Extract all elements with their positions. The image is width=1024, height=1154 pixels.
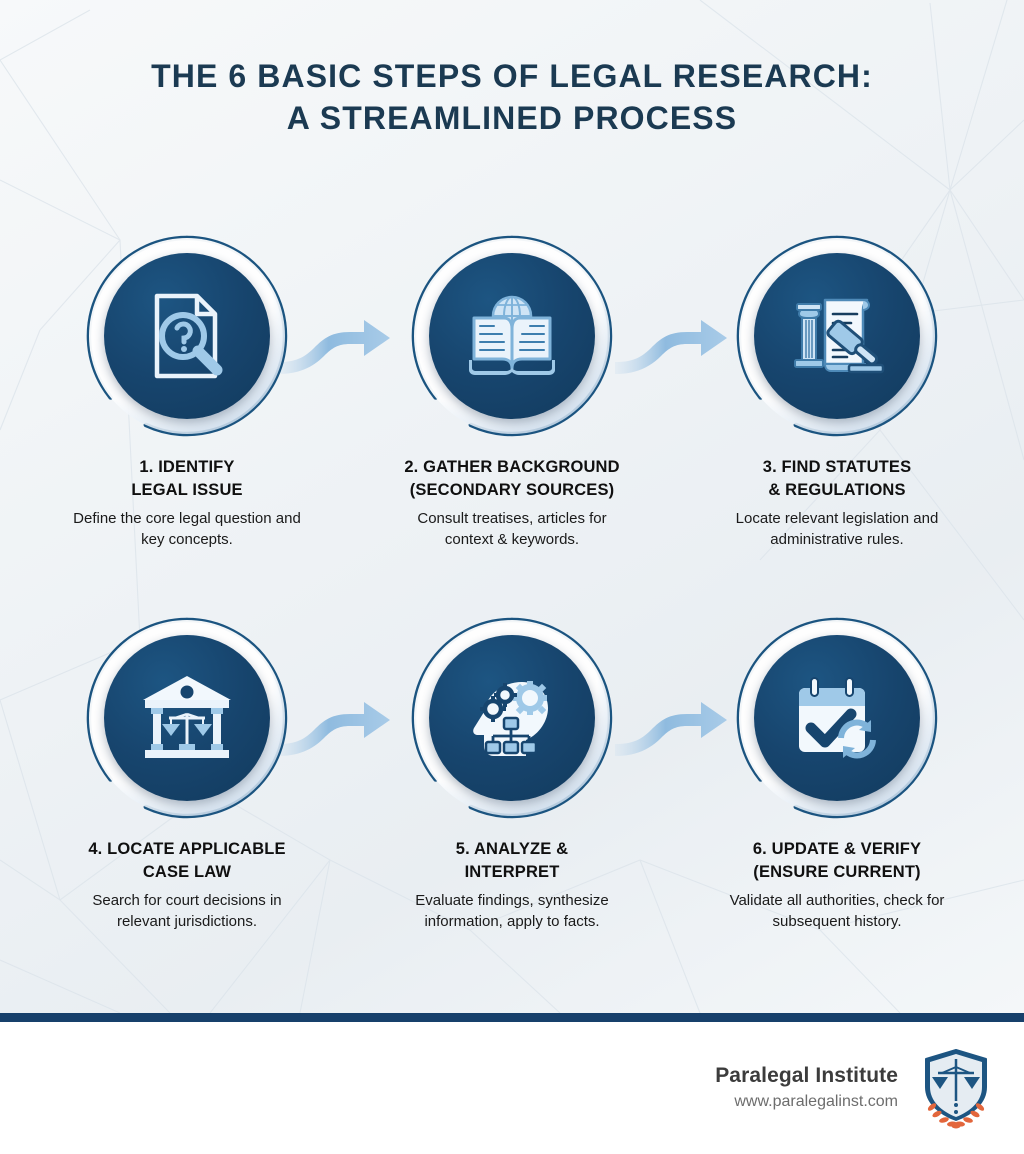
step-2-circle [408, 232, 616, 440]
head-gears-flowchart-icon [473, 681, 548, 756]
step-5-icon-disc [429, 635, 595, 801]
step-5-title-line-2: INTERPRET [464, 863, 560, 882]
step-card-5[interactable]: 5. ANALYZE & INTERPRET Evaluate findings… [367, 614, 657, 932]
step-4-title-line-1: 4. LOCATE APPLICABLE [88, 840, 286, 858]
step-card-3[interactable]: 3. FIND STATUTES & REGULATIONS Locate re… [692, 232, 982, 550]
step-1-circle [83, 232, 291, 440]
step-1-title-line-1: 1. IDENTIFY [139, 458, 235, 476]
shield-scales-laurel-logo [925, 1049, 987, 1129]
footer: Paralegal Institute www.paralegalinst.co… [0, 1022, 1024, 1154]
step-5-title-line-1: 5. ANALYZE & [455, 840, 569, 858]
step-4-title-line-2: CASE LAW [142, 863, 232, 882]
step-5-description: Evaluate findings, synthesize informatio… [415, 891, 609, 931]
step-3-title-line-2: & REGULATIONS [768, 481, 906, 500]
step-card-6[interactable]: 6. UPDATE & VERIFY (ENSURE CURRENT) Vali… [692, 614, 982, 932]
step-1-title-line-2: LEGAL ISSUE [131, 481, 243, 500]
background-polygon-network [0, 0, 1024, 1013]
column-scroll-gavel-icon [794, 298, 885, 374]
page-title-line-2: A STREAMLINED PROCESS [286, 100, 738, 137]
step-4-circle [83, 614, 291, 822]
step-card-4[interactable]: 4. LOCATE APPLICABLE CASE LAW Search for… [42, 614, 332, 932]
step-4-description: Search for court decisions in relevant j… [92, 891, 282, 931]
step-6-description: Validate all authorities, check for subs… [729, 891, 945, 931]
step-card-1[interactable]: 1. IDENTIFY LEGAL ISSUE Define the core … [42, 232, 332, 550]
step-6-title-line-1: 6. UPDATE & VERIFY [752, 840, 922, 858]
step-1-title: 1. IDENTIFY LEGAL ISSUE [131, 456, 242, 503]
page-title-line-1: THE 6 BASIC STEPS OF LEGAL RESEARCH: [151, 58, 873, 94]
step-4-icon-disc [104, 635, 270, 801]
step-2-title-line-1: 2. GATHER BACKGROUND [404, 458, 620, 476]
step-5-circle [408, 614, 616, 822]
brand-text-block: Paralegal Institute www.paralegalinst.co… [715, 1063, 898, 1112]
steps-row-bottom: 4. LOCATE APPLICABLE CASE LAW Search for… [0, 614, 1024, 932]
brand-name: Paralegal Institute [715, 1064, 898, 1088]
step-2-description: Consult treatises, articles for context … [417, 509, 607, 549]
step-6-title: 6. UPDATE & VERIFY (ENSURE CURRENT) [753, 838, 921, 885]
step-6-icon-disc [754, 635, 920, 801]
step-3-icon-disc [754, 253, 920, 419]
brand-url[interactable]: www.paralegalinst.com [734, 1092, 898, 1110]
courthouse-scales-icon [143, 676, 231, 758]
step-3-title: 3. FIND STATUTES & REGULATIONS [763, 456, 911, 503]
step-4-title: 4. LOCATE APPLICABLE CASE LAW [88, 838, 285, 885]
step-3-title-line-1: 3. FIND STATUTES [762, 458, 912, 476]
step-3-description: Locate relevant legislation and administ… [735, 509, 939, 549]
footer-divider [0, 1013, 1024, 1022]
step-1-icon-disc [104, 253, 270, 419]
step-3-circle [733, 232, 941, 440]
step-1-description: Define the core legal question and key c… [73, 509, 301, 549]
page-title: THE 6 BASIC STEPS OF LEGAL RESEARCH: A S… [0, 55, 1024, 139]
step-6-circle [733, 614, 941, 822]
body-panel: THE 6 BASIC STEPS OF LEGAL RESEARCH: A S… [0, 0, 1024, 1013]
step-2-title: 2. GATHER BACKGROUND (SECONDARY SOURCES) [404, 456, 619, 503]
step-5-title: 5. ANALYZE & INTERPRET [456, 838, 568, 885]
open-book-globe-icon [469, 295, 555, 375]
step-6-title-line-2: (ENSURE CURRENT) [753, 863, 921, 882]
step-2-icon-disc [429, 253, 595, 419]
step-card-2[interactable]: 2. GATHER BACKGROUND (SECONDARY SOURCES)… [367, 232, 657, 550]
document-magnifier-question-icon [154, 293, 223, 379]
steps-row-top: 1. IDENTIFY LEGAL ISSUE Define the core … [0, 232, 1024, 550]
step-2-title-line-2: (SECONDARY SOURCES) [409, 481, 615, 500]
calendar-check-refresh-icon [799, 677, 876, 759]
